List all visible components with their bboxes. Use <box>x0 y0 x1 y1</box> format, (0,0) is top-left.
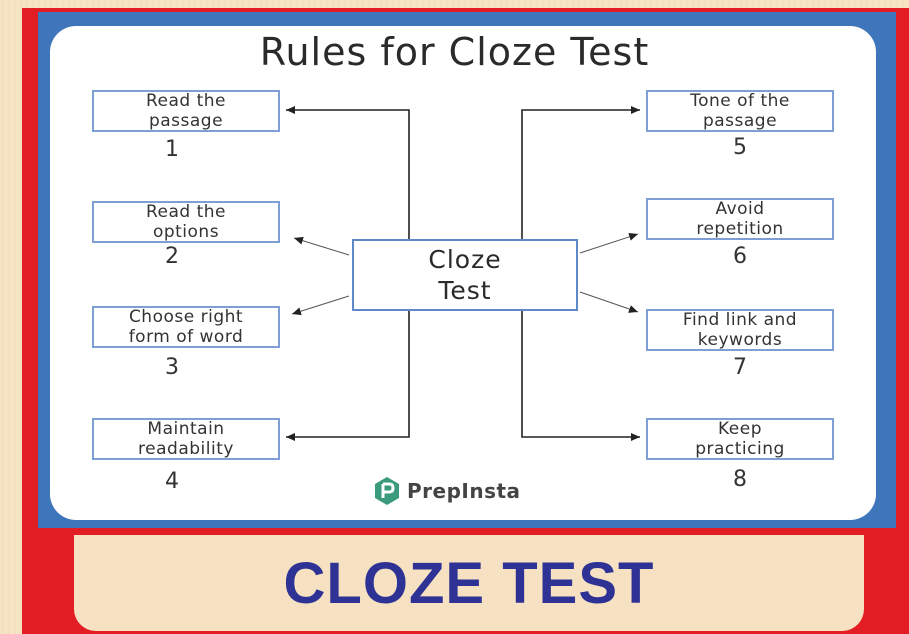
connector-6 <box>579 233 639 254</box>
rule-box-8: Keep practicing <box>646 418 834 460</box>
banner: CLOZE TEST <box>74 535 864 631</box>
rule-number-2: 2 <box>165 244 179 269</box>
rule-box-7: Find link and keywords <box>646 309 834 351</box>
rule-box-1: Read the passage <box>92 90 280 132</box>
diagram-title: Rules for Cloze Test <box>259 30 650 74</box>
rule-number-1: 1 <box>165 137 179 162</box>
banner-title: CLOZE TEST <box>283 550 655 616</box>
center-node: Cloze Test <box>352 239 578 311</box>
connector-3 <box>291 295 350 316</box>
rule-number-8: 8 <box>733 467 747 492</box>
brand: PrepInsta <box>373 476 521 506</box>
rule-box-5: Tone of the passage <box>646 90 834 132</box>
rule-number-4: 4 <box>165 469 179 494</box>
rule-box-6: Avoid repetition <box>646 198 834 240</box>
rule-number-3: 3 <box>165 355 179 380</box>
connector-7 <box>579 291 639 313</box>
rule-number-7: 7 <box>733 355 747 380</box>
rule-number-5: 5 <box>733 135 747 160</box>
rule-number-6: 6 <box>733 244 747 269</box>
connector-5 <box>521 106 640 239</box>
rule-box-4: Maintain readability <box>92 418 280 460</box>
connector-2 <box>293 236 350 256</box>
connector-1 <box>286 106 410 239</box>
rule-box-2: Read the options <box>92 201 280 243</box>
brand-name: PrepInsta <box>407 479 521 503</box>
rule-box-3: Choose right form of word <box>92 306 280 348</box>
connector-4 <box>286 311 410 441</box>
connector-8 <box>521 311 640 441</box>
prepinsta-logo-icon <box>375 477 399 505</box>
